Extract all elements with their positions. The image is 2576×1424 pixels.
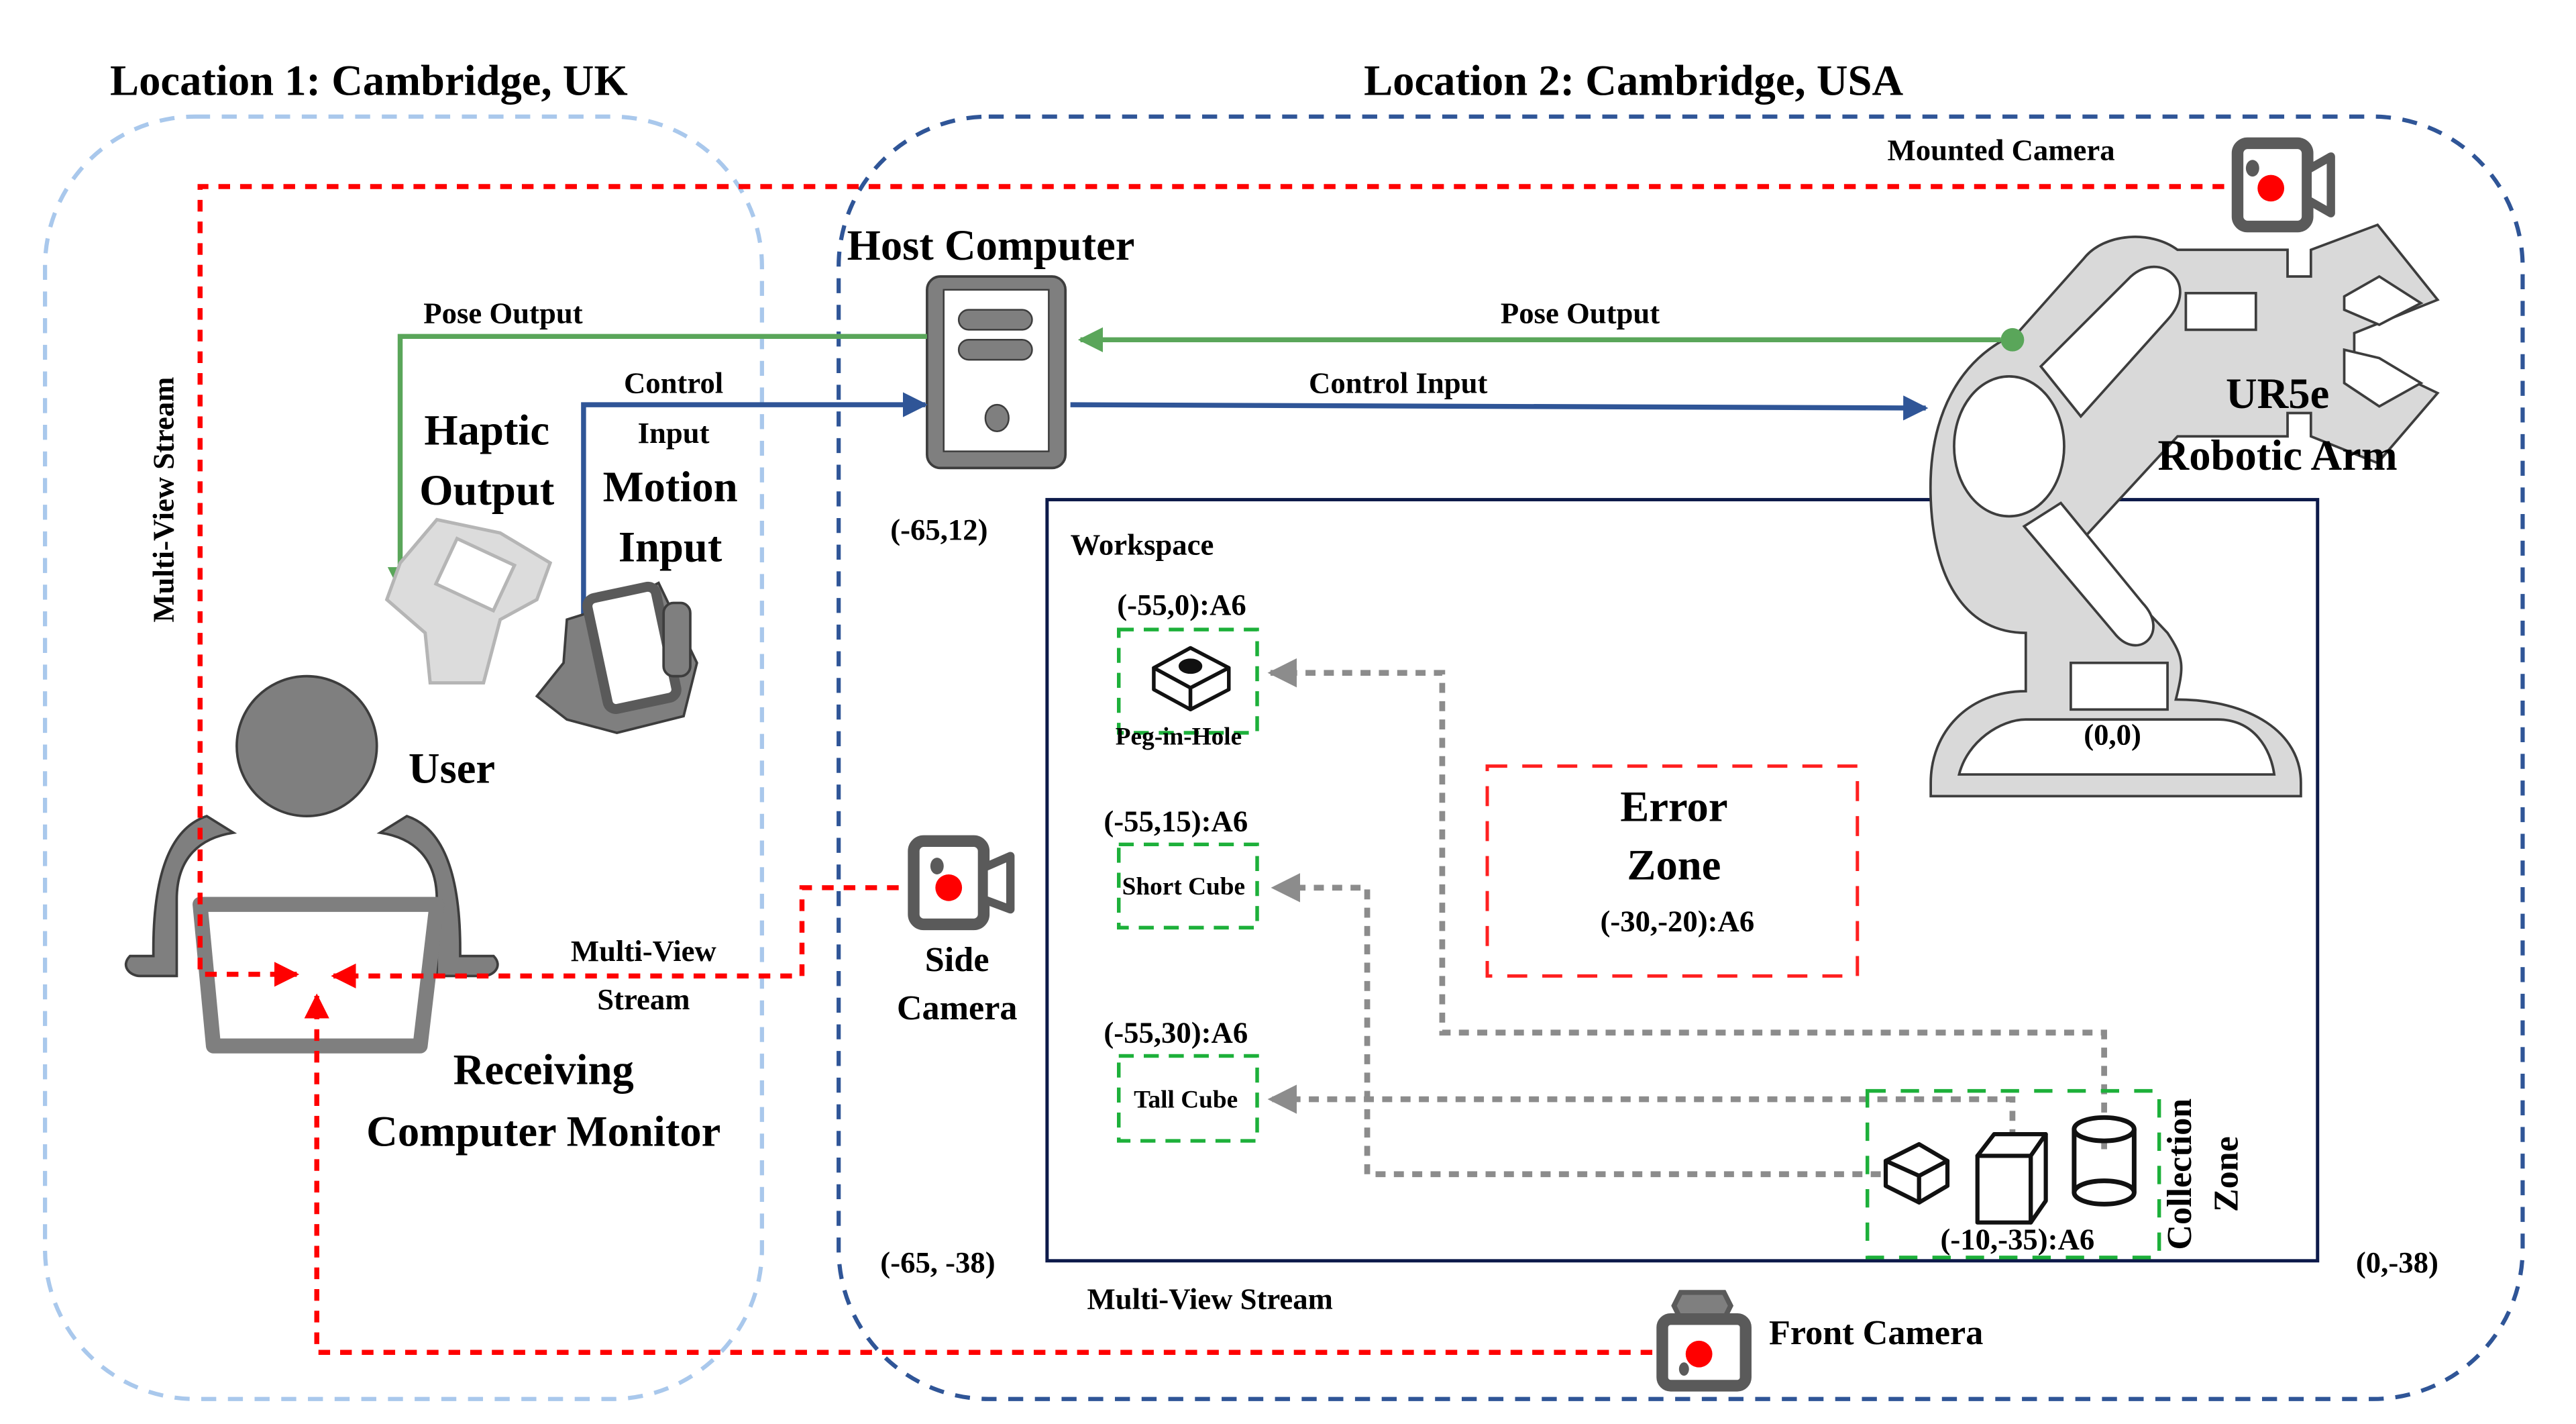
task-short-cube: (-55,15):A6 Short Cube xyxy=(1104,804,1259,930)
task-zone xyxy=(1116,842,1259,930)
tall-cube-icon xyxy=(1975,1132,2048,1225)
control-input-label-left-line1: Control xyxy=(624,366,723,400)
robot-arm-name-line2: Robotic Arm xyxy=(2158,431,2398,479)
task-zone xyxy=(1116,627,1259,735)
workspace-corner-bottom-left: (-65, -38) xyxy=(880,1245,995,1279)
haptic-output-label-line2: Output xyxy=(419,466,555,514)
stream-mounted-camera xyxy=(197,184,2268,987)
control-input-label-left-line2: Input xyxy=(638,416,710,450)
collection-zone-coord: (-10,-35):A6 xyxy=(1941,1222,2095,1256)
front-camera-icon xyxy=(1656,1290,1752,1392)
task-label: Short Cube xyxy=(1122,873,1245,901)
motion-device-icon xyxy=(535,581,698,734)
motion-input-label-line1: Motion xyxy=(603,462,738,511)
monitor-label-line1: Receiving xyxy=(453,1046,634,1094)
side-camera-icon xyxy=(908,835,1015,931)
collection-zone: (-10,-35):A6 Collection Zone xyxy=(1865,1088,2245,1260)
robot-origin-coord: (0,0) xyxy=(2084,717,2141,751)
workspace-title: Workspace xyxy=(1071,527,1214,561)
host-computer-icon xyxy=(926,275,1067,470)
robot-arm-icon xyxy=(1929,223,2440,798)
workspace-area xyxy=(1045,498,2320,1263)
control-input-motion-to-host xyxy=(581,392,928,653)
location-uk-boundary xyxy=(43,114,764,1401)
control-input-host-to-arm xyxy=(1070,395,1929,421)
error-zone-coord: (-30,-20):A6 xyxy=(1600,904,1754,937)
front-camera-label: Front Camera xyxy=(1769,1314,1983,1352)
link-to-tall-cube xyxy=(1267,1084,2016,1158)
task-coord: (-55,15):A6 xyxy=(1104,804,1248,837)
user-icon xyxy=(124,674,499,978)
workspace-corner-bottom-right: (0,-38) xyxy=(2356,1245,2438,1279)
location-uk-title: Location 1: Cambridge, UK xyxy=(110,56,628,105)
error-zone-title-line1: Error xyxy=(1620,782,1727,831)
haptic-output-label-line1: Haptic xyxy=(424,406,549,454)
haptic-device-icon xyxy=(384,517,553,685)
collection-zone-title-line2: Zone xyxy=(2207,1136,2245,1212)
stream-vertical-label: Multi-View Stream xyxy=(146,377,180,623)
mounted-camera-icon xyxy=(2231,137,2335,233)
pose-output-host-to-haptic xyxy=(387,334,927,593)
motion-input-label-line2: Input xyxy=(619,522,722,570)
stream-front-label: Multi-View Stream xyxy=(1087,1282,1333,1316)
short-cube-icon xyxy=(1883,1141,1950,1205)
pose-output-label-right: Pose Output xyxy=(1501,297,1660,330)
location-usa-title: Location 2: Cambridge, USA xyxy=(1364,56,1903,105)
multi-view-streams xyxy=(197,184,2268,1356)
host-computer-label: Host Computer xyxy=(847,221,1135,269)
task-label: Tall Cube xyxy=(1134,1086,1238,1113)
pose-output-links xyxy=(387,327,2001,593)
pose-tap-point xyxy=(2000,327,2025,352)
workspace-corner-top-left: (-65,12) xyxy=(890,513,987,546)
task-zone xyxy=(1116,1054,1259,1143)
error-zone: Error Zone (-30,-20):A6 xyxy=(1485,764,1860,978)
robot-arm-name-line1: UR5e xyxy=(2226,369,2329,417)
error-zone-title-line2: Zone xyxy=(1627,840,1721,888)
monitor-icon xyxy=(193,897,445,1054)
location-usa-boundary xyxy=(837,114,2525,1401)
mounted-camera-label: Mounted Camera xyxy=(1888,133,2115,166)
task-coord: (-55,0):A6 xyxy=(1117,588,1246,621)
pose-output-label-left: Pose Output xyxy=(423,297,582,330)
control-input-label-right: Control Input xyxy=(1309,366,1487,400)
task-label: Peg-in-Hole xyxy=(1116,723,1242,750)
control-input-links xyxy=(581,392,1929,653)
task-tall-cube: (-55,30):A6 Tall Cube xyxy=(1104,1016,1259,1143)
monitor-label-line2: Computer Monitor xyxy=(366,1107,720,1156)
user-label: User xyxy=(409,744,495,793)
side-camera-label-line1: Side xyxy=(925,941,989,979)
link-to-peg-in-hole xyxy=(1267,658,2107,1150)
stream-side-camera xyxy=(331,885,943,988)
stream-front-camera xyxy=(304,993,1696,1356)
task-peg-in-hole: (-55,0):A6 Peg-in-Hole xyxy=(1116,588,1259,750)
cylinder-icon xyxy=(2072,1115,2137,1207)
side-camera-label-line2: Camera xyxy=(897,989,1018,1027)
link-to-short-cube xyxy=(1271,873,1918,1178)
stream-side-label-line2: Stream xyxy=(597,982,690,1016)
peg-in-hole-block-icon xyxy=(1152,646,1231,712)
collection-zone-title-line1: Collection xyxy=(2161,1099,2199,1250)
task-coord: (-55,30):A6 xyxy=(1104,1016,1248,1050)
stream-side-label-line1: Multi-View xyxy=(571,934,717,968)
